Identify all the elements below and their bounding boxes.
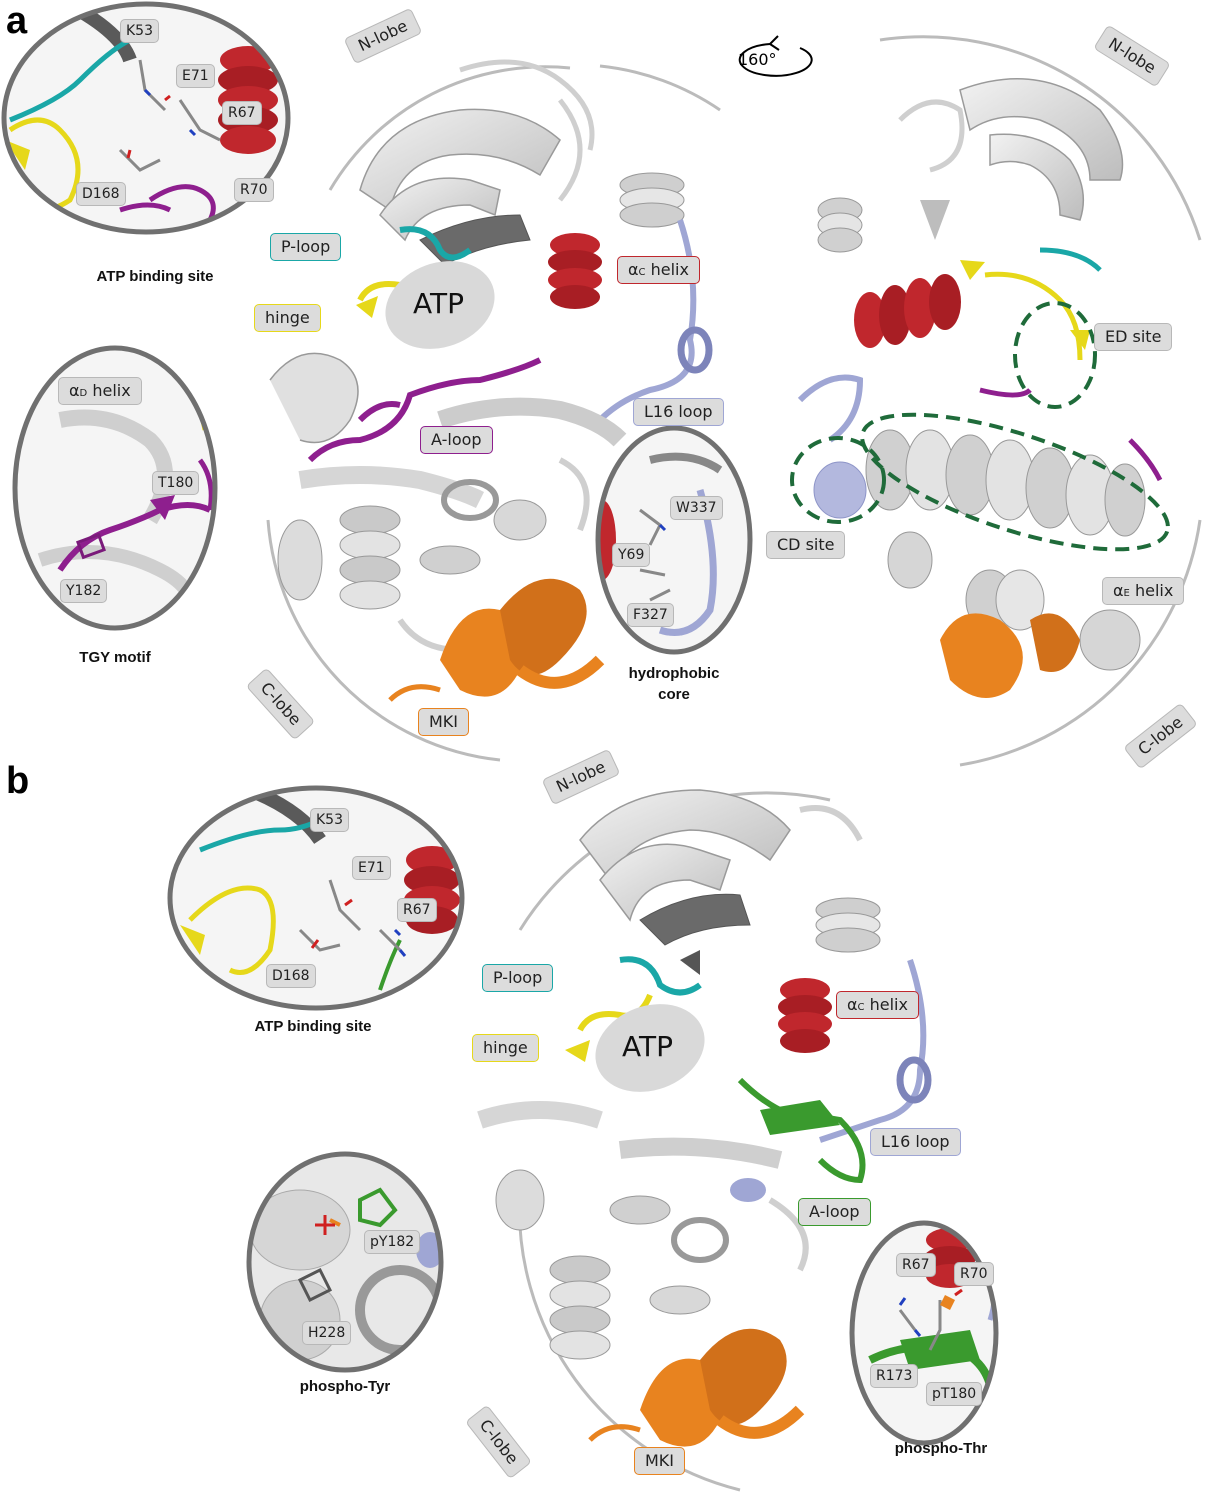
caption-hydrophobic-line1: hydrophobic bbox=[628, 665, 720, 682]
inset-phospho-tyr-b bbox=[246, 1151, 444, 1373]
atp-shape-b bbox=[595, 1004, 705, 1092]
mki-label-b: MKI bbox=[634, 1447, 686, 1475]
residue-k53-b: K53 bbox=[310, 808, 349, 832]
residue-w337: W337 bbox=[670, 496, 723, 520]
residue-f327: F327 bbox=[627, 603, 674, 627]
mki-label: MKI bbox=[418, 708, 470, 736]
ac-helix-ribbon bbox=[548, 233, 602, 309]
mki-ribbon bbox=[388, 578, 605, 702]
ac-helix-ribbon-right bbox=[854, 274, 961, 348]
ac-helix-ribbon-b bbox=[778, 978, 832, 1053]
rotation-arrow bbox=[738, 43, 813, 77]
residue-h228: H228 bbox=[302, 1321, 352, 1345]
caption-atp-site-a: ATP binding site bbox=[96, 268, 214, 285]
residue-t180: T180 bbox=[152, 471, 200, 495]
residue-y69: Y69 bbox=[612, 543, 651, 567]
c-lobe-arc-right bbox=[959, 519, 1202, 767]
ae-helix-label: αE helix bbox=[1102, 577, 1185, 605]
residue-r67-b: R67 bbox=[397, 898, 437, 922]
hinge-label-b: hinge bbox=[472, 1034, 539, 1062]
residue-r173: R173 bbox=[870, 1364, 919, 1388]
residue-d168-b: D168 bbox=[266, 964, 316, 988]
p-loop-label-b: P-loop bbox=[482, 964, 554, 992]
a-loop-label: A-loop bbox=[420, 426, 493, 454]
cd-site-outline bbox=[790, 436, 886, 524]
atp-label-b: ATP bbox=[622, 1030, 673, 1063]
ac-helix-label: αC helix bbox=[617, 256, 700, 284]
residue-r70: R70 bbox=[234, 178, 274, 202]
p-loop-ribbon-b bbox=[619, 956, 702, 996]
caption-atp-site-b: ATP binding site bbox=[254, 1018, 372, 1035]
protein-b bbox=[477, 789, 932, 1447]
l16-loop-label-b: L16 loop bbox=[870, 1128, 961, 1156]
residue-r67-thr: R67 bbox=[896, 1253, 936, 1277]
panel-letter-a: a bbox=[6, 0, 28, 42]
mki-ribbon-b bbox=[588, 1328, 805, 1447]
residue-e71: E71 bbox=[176, 64, 215, 88]
a-loop-ribbon-b bbox=[737, 1077, 866, 1184]
ed-site-label: ED site bbox=[1094, 323, 1173, 351]
residue-k53: K53 bbox=[120, 19, 159, 43]
residue-pt180: pT180 bbox=[926, 1382, 983, 1406]
ac-helix-label-b: αC helix bbox=[836, 991, 919, 1019]
residue-r70-thr: R70 bbox=[954, 1262, 994, 1286]
c-lobe-arc-b bbox=[517, 1189, 741, 1492]
rotation-label: 160° bbox=[738, 50, 777, 69]
residue-y182: Y182 bbox=[60, 579, 108, 603]
hinge-label: hinge bbox=[254, 304, 321, 332]
cd-site-label: CD site bbox=[766, 531, 846, 559]
l16-loop-ribbon bbox=[597, 219, 697, 423]
l16-loop-ribbon-b bbox=[819, 959, 927, 1143]
rotation-arrowhead bbox=[769, 35, 780, 51]
ad-helix-label: αD helix bbox=[58, 377, 142, 405]
a-loop-label-b: A-loop bbox=[798, 1198, 871, 1226]
residue-r67: R67 bbox=[222, 101, 262, 125]
mki-ribbon-right bbox=[940, 613, 1080, 698]
panel-letter-b: b bbox=[6, 760, 30, 802]
residue-e71-b: E71 bbox=[352, 856, 391, 880]
a-loop-ribbon bbox=[307, 357, 542, 463]
caption-hydrophobic-line2: core bbox=[658, 686, 690, 703]
p-loop-label: P-loop bbox=[270, 233, 342, 261]
caption-tgy: TGY motif bbox=[79, 649, 151, 666]
l16-loop-label: L16 loop bbox=[633, 398, 724, 426]
inset-hydrophobic-a bbox=[595, 425, 753, 655]
caption-phospho-tyr: phospho-Tyr bbox=[299, 1378, 391, 1395]
residue-d168: D168 bbox=[76, 182, 126, 206]
p-loop-ribbon bbox=[399, 226, 472, 261]
ae-groove-outline bbox=[860, 412, 1170, 552]
residue-py182: pY182 bbox=[364, 1230, 421, 1254]
protein-a-right bbox=[790, 78, 1170, 698]
ed-site-outline bbox=[1013, 301, 1097, 409]
n-lobe-arc-right bbox=[879, 35, 1202, 241]
atp-label: ATP bbox=[413, 287, 464, 320]
atp-shape bbox=[385, 261, 495, 349]
protein-a-left bbox=[269, 59, 713, 702]
caption-phospho-thr: phospho-Thr bbox=[894, 1440, 988, 1457]
c-lobe-arc-left bbox=[266, 519, 501, 762]
n-lobe-arc-left-2 bbox=[599, 64, 721, 112]
